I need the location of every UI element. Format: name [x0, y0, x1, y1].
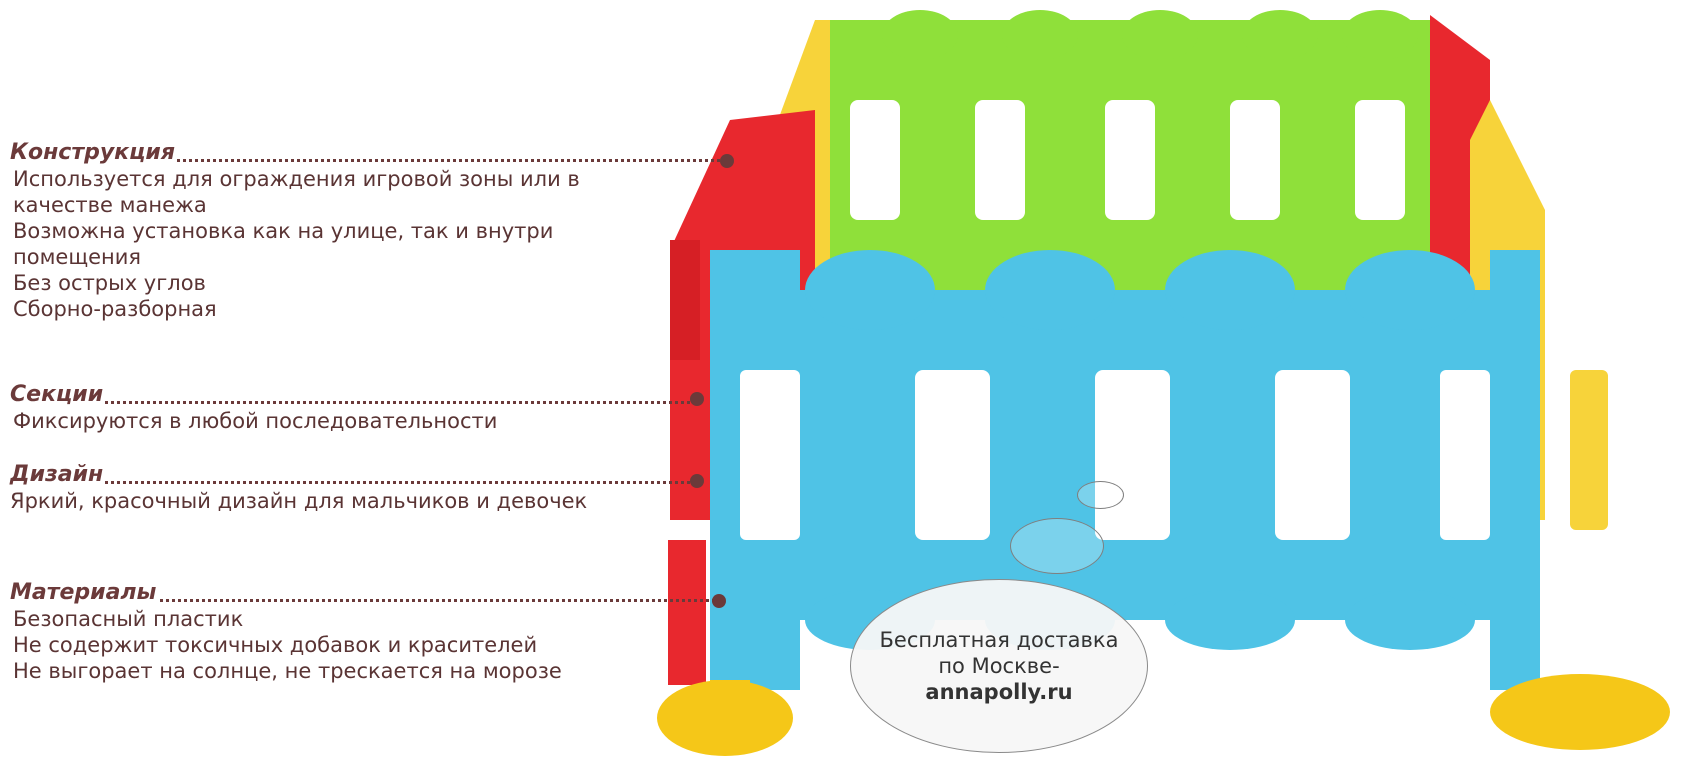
bubble-dot-medium [1010, 518, 1104, 574]
section-line: Используется для ограждения игровой зоны… [13, 167, 580, 191]
fence-feet [657, 674, 1670, 756]
section-line: Не содержит токсичных добавок и красител… [13, 633, 538, 657]
section-header: Конструкция [0, 140, 734, 168]
delivery-callout: Бесплатная доставка по Москве- annapolly… [850, 579, 1148, 753]
section-line: Без острых углов [13, 271, 206, 295]
section-line: Возможна установка как на улице, так и в… [13, 219, 554, 243]
section-construction: Конструкция Используется для ограждения … [0, 140, 734, 322]
callout-line: по Москве- [938, 654, 1060, 678]
section-title: Секции [10, 382, 106, 408]
section-header: Материалы [0, 580, 726, 608]
pointer-dot [690, 392, 704, 406]
section-materials: Материалы Безопасный пластик Не содержит… [0, 580, 726, 684]
section-lines: Используется для ограждения игровой зоны… [0, 166, 580, 322]
section-header: Дизайн [0, 462, 704, 488]
section-line: Фиксируются в любой последовательности [13, 409, 498, 433]
pointer-dot [712, 594, 726, 608]
leader-dots [10, 401, 695, 404]
section-line: Безопасный пластик [13, 607, 244, 631]
playpen-fence-image [657, 10, 1670, 756]
section-line: Яркий, красочный дизайн для мальчиков и … [10, 489, 588, 513]
section-line: Не выгорает на солнце, не трескается на … [13, 659, 562, 683]
section-title: Конструкция [10, 140, 177, 166]
section-sections: Секции Фиксируются в любой последователь… [0, 382, 704, 434]
bubble-dot-small [1077, 481, 1124, 509]
section-line: Сборно-разборная [13, 297, 217, 321]
site-name: annapolly.ru [925, 680, 1073, 704]
section-header: Секции [0, 382, 704, 408]
section-title: Дизайн [10, 462, 106, 488]
section-line: помещения [13, 245, 142, 269]
leader-dots [10, 481, 695, 484]
section-lines: Безопасный пластик Не содержит токсичных… [0, 606, 562, 684]
pointer-dot [690, 474, 704, 488]
section-lines: Яркий, красочный дизайн для мальчиков и … [0, 488, 587, 514]
section-line: качестве манежа [13, 193, 207, 217]
section-lines: Фиксируются в любой последовательности [0, 408, 497, 434]
leader-dots [10, 159, 725, 162]
section-title: Материалы [10, 580, 159, 606]
pointer-dot [720, 154, 734, 168]
fence-panel-green [830, 10, 1430, 310]
fence-panel-blue [710, 250, 1540, 690]
leader-dots [10, 599, 715, 602]
section-design: Дизайн Яркий, красочный дизайн для мальч… [0, 462, 704, 514]
callout-line: Бесплатная доставка [879, 628, 1119, 652]
